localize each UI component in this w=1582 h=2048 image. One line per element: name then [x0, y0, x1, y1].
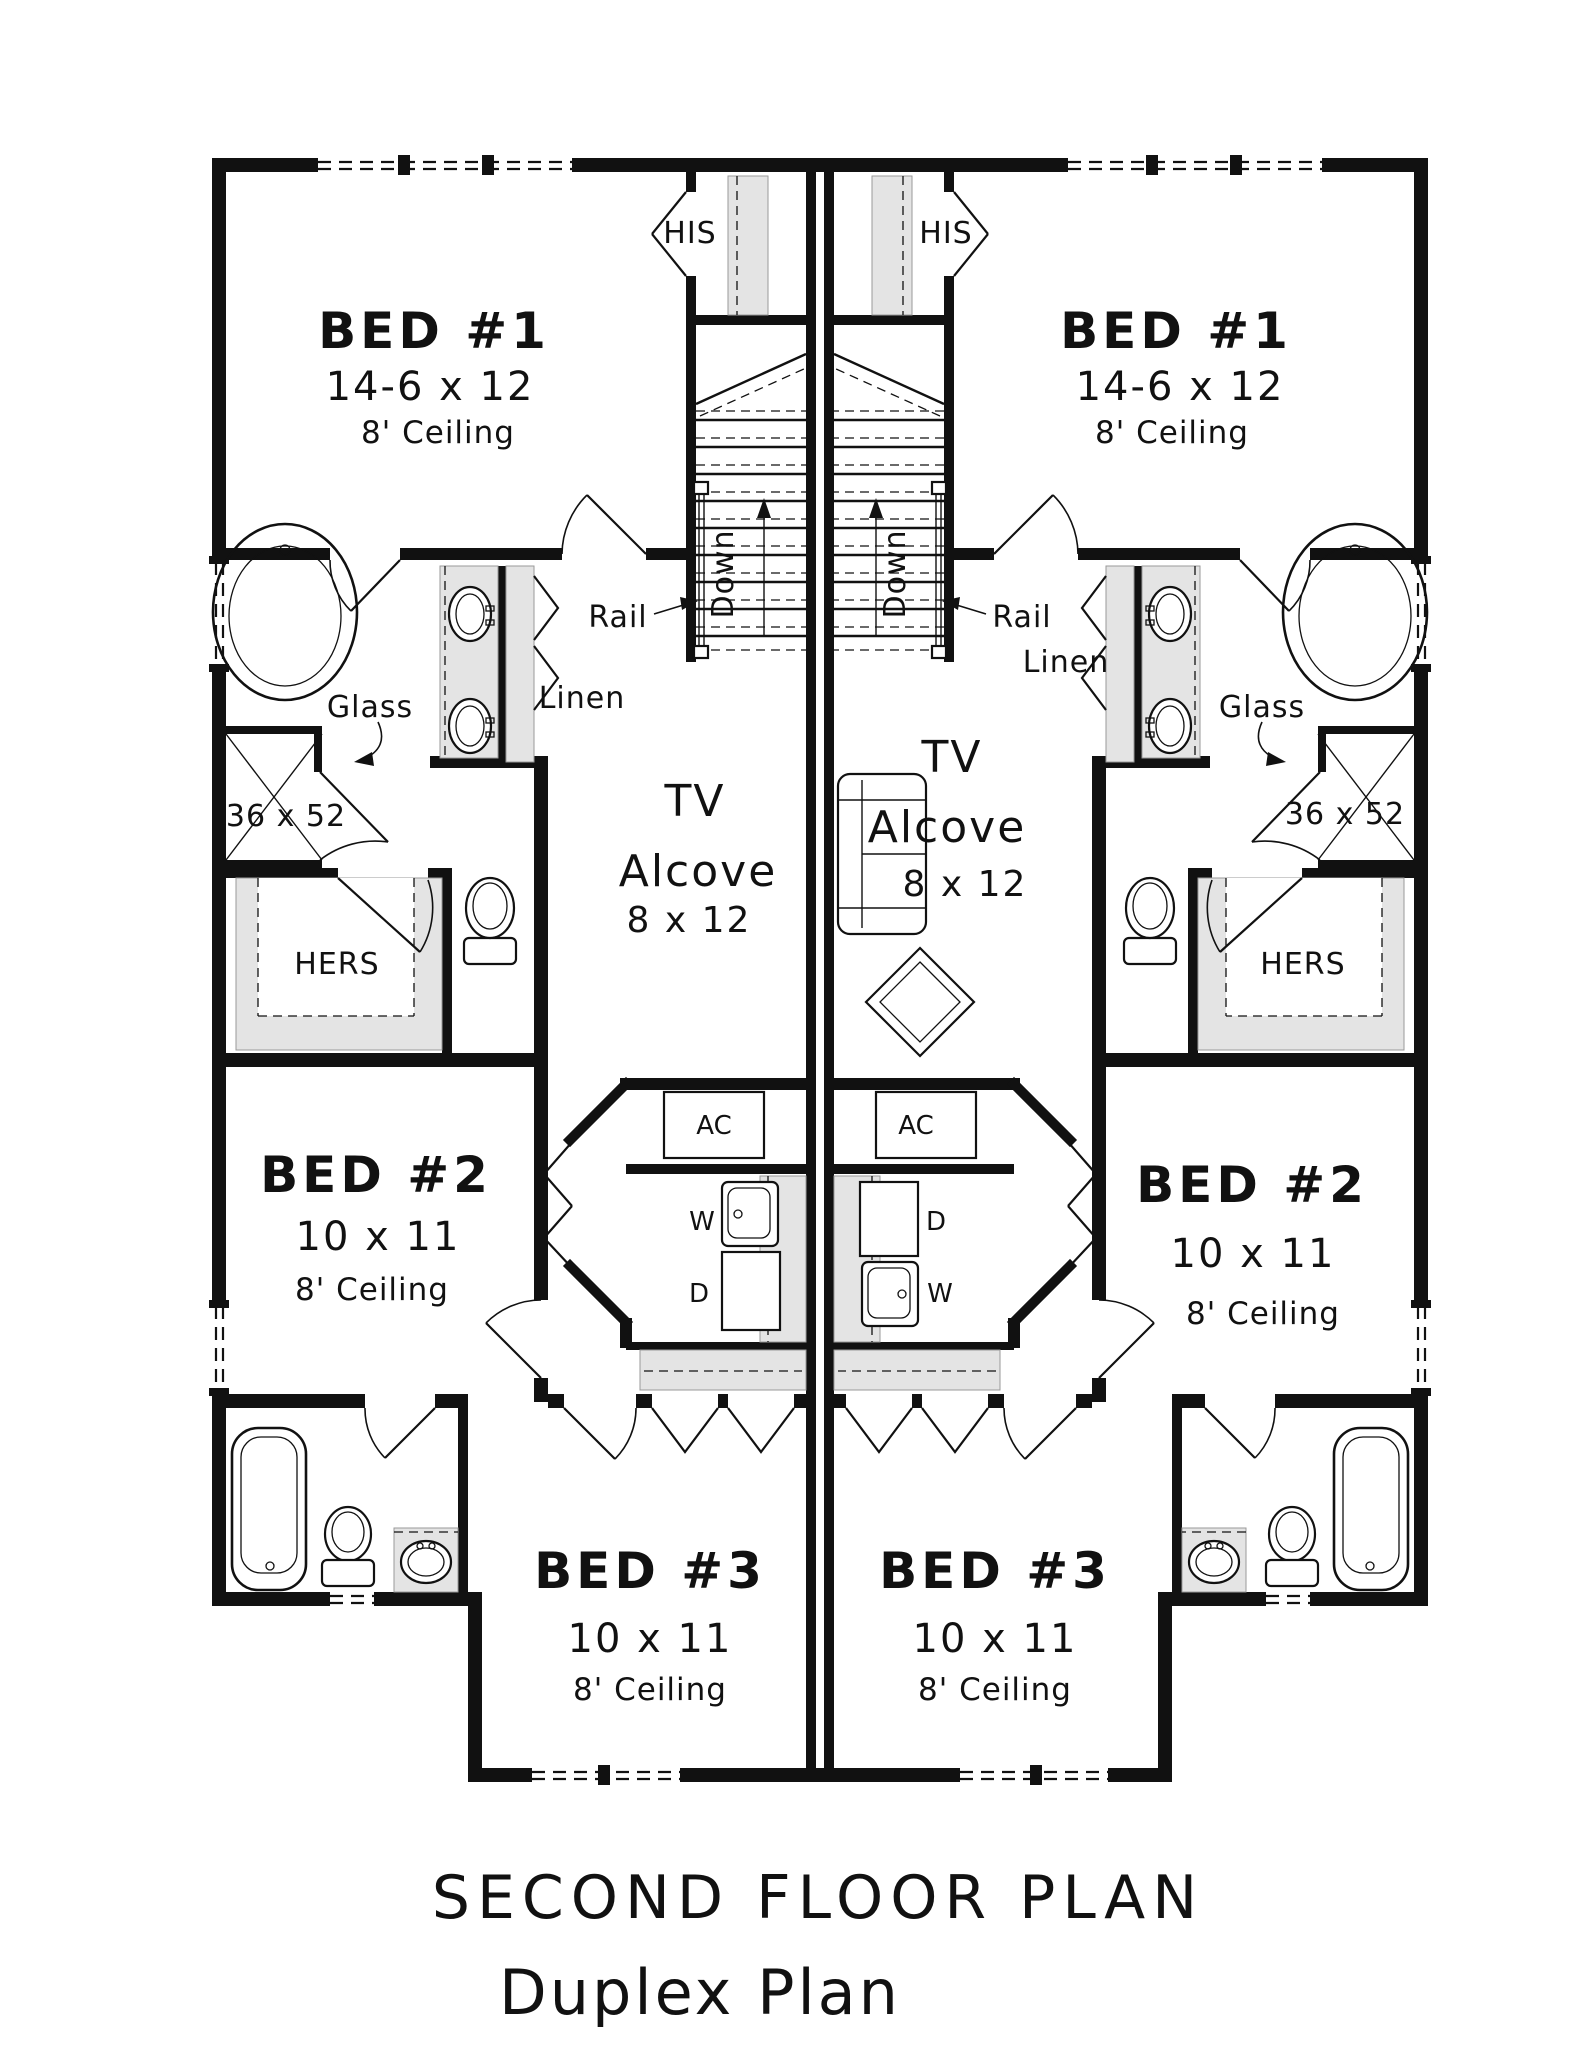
- right-rail-label: Rail: [992, 600, 1051, 635]
- right-bed1-name: BED #1: [1060, 302, 1292, 360]
- label-leaders: [354, 597, 1286, 766]
- toilet-master: [462, 876, 518, 966]
- right-dryer-label: D: [926, 1207, 946, 1237]
- left-bed3-ceiling: 8' Ceiling: [573, 1672, 727, 1708]
- windows: [209, 155, 1431, 1785]
- left-bed1-name: BED #1: [318, 302, 550, 360]
- right-glass-label: Glass: [1219, 690, 1305, 725]
- left-glass-label: Glass: [327, 690, 413, 725]
- right-hers-label: HERS: [1260, 947, 1345, 982]
- right-bed1-ceiling: 8' Ceiling: [1095, 415, 1249, 451]
- party-wall: [806, 172, 834, 1768]
- left-tv-line2: Alcove: [619, 846, 778, 897]
- hall-bath: [230, 1426, 459, 1593]
- right-bed3-name: BED #3: [879, 1542, 1111, 1600]
- right-ac-label: AC: [898, 1111, 933, 1141]
- linen-closet: [505, 565, 560, 763]
- right-bed3-dims: 10 x 11: [913, 1616, 1078, 1662]
- left-bed1-ceiling: 8' Ceiling: [361, 415, 515, 451]
- left-rail-label: Rail: [588, 600, 647, 635]
- left-bed3-dims: 10 x 11: [568, 1616, 733, 1662]
- plan-title: SECOND FLOOR PLAN: [432, 1863, 1204, 1933]
- stairs: [692, 352, 807, 660]
- right-linen-label: Linen: [1023, 645, 1110, 680]
- master-vanity: [439, 565, 499, 759]
- left-bed2-ceiling: 8' Ceiling: [295, 1272, 449, 1308]
- left-down-label: Down: [706, 529, 741, 618]
- laundry-right: [858, 1180, 920, 1328]
- left-his-label: HIS: [663, 216, 716, 251]
- left-linen-label: Linen: [539, 681, 626, 716]
- left-bed3-name: BED #3: [534, 1542, 766, 1600]
- left-washer-label: W: [689, 1207, 715, 1237]
- laundry-left: [720, 1180, 782, 1332]
- right-shower-dims: 36 x 52: [1285, 797, 1405, 832]
- left-ac-label: AC: [696, 1111, 731, 1141]
- right-his-label: HIS: [919, 216, 972, 251]
- left-tv-line1: TV: [664, 776, 726, 827]
- left-bed2-dims: 10 x 11: [296, 1214, 461, 1260]
- shower: [225, 726, 389, 868]
- left-tv-dims: 8 x 12: [627, 900, 752, 941]
- right-tv-dims: 8 x 12: [903, 864, 1028, 905]
- right-bed2-name: BED #2: [1136, 1156, 1368, 1214]
- armchair: [864, 946, 976, 1058]
- right-washer-label: W: [927, 1279, 953, 1309]
- left-bed2-name: BED #2: [260, 1146, 492, 1204]
- right-down-label: Down: [878, 529, 913, 618]
- right-bed3-ceiling: 8' Ceiling: [918, 1672, 1072, 1708]
- left-shower-dims: 36 x 52: [226, 799, 346, 834]
- right-bed2-dims: 10 x 11: [1171, 1231, 1336, 1277]
- right-tv-line2: Alcove: [868, 802, 1027, 853]
- hers-closet: [235, 877, 443, 1051]
- left-bed1-dims: 14-6 x 12: [326, 364, 535, 410]
- right-bed1-dims: 14-6 x 12: [1076, 364, 1285, 410]
- labels: BED #1 14-6 x 12 8' Ceiling HIS Rail Dow…: [226, 216, 1405, 1708]
- title-block: SECOND FLOOR PLAN Duplex Plan: [432, 1863, 1204, 2029]
- right-bed2-ceiling: 8' Ceiling: [1186, 1296, 1340, 1332]
- sofa: [836, 772, 928, 936]
- left-dryer-label: D: [689, 1279, 709, 1309]
- plan-subtitle: Duplex Plan: [499, 1956, 901, 2029]
- right-tv-line1: TV: [921, 732, 983, 783]
- left-hers-label: HERS: [294, 947, 379, 982]
